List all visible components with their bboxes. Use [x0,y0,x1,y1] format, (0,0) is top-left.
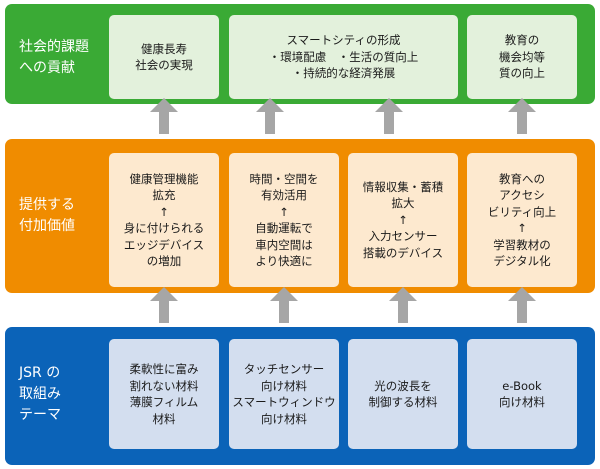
up-arrow-icon [389,287,417,323]
up-arrow-icon [508,98,536,134]
jsr-themes-label: JSR の 取組み テーマ [19,365,61,423]
education-access-box: 教育への アクセシ ビリティ向上 ↑ 学習教材の デジタル化 [467,153,577,287]
up-arrow-icon [256,98,284,134]
up-arrow-icon [270,287,298,323]
touch-sensor-materials-box: タッチセンサー 向け材料 スマートウィンドウ 向け材料 [229,339,339,449]
smart-city-box: スマートシティの形成 ・環境配慮 ・生活の質向上 ・持続的な経済発展 [229,15,458,99]
up-arrow-icon [150,98,178,134]
ebook-materials-box: e-Book 向け材料 [467,339,577,449]
flexible-materials-box: 柔軟性に富み 割れない材料 薄膜フィルム 材料 [109,339,219,449]
healthy-longevity-box: 健康長寿 社会の実現 [109,15,219,99]
added-value-label: 提供する 付加価値 [19,197,75,234]
time-space-box: 時間・空間を 有効活用 ↑ 自動運転で 車内空間は より快適に [229,153,339,287]
social-contribution-label: 社会的課題 への貢献 [19,39,89,76]
health-management-box: 健康管理機能 拡充 ↑ 身に付けられる エッジデバイス の増加 [109,153,219,287]
information-collection-box: 情報収集・蓄積 拡大 ↑ 入力センサー 搭載のデバイス [348,153,458,287]
light-wavelength-materials-box: 光の波長を 制御する材料 [348,339,458,449]
up-arrow-icon [150,287,178,323]
education-equality-box: 教育の 機会均等 質の向上 [467,15,577,99]
up-arrow-icon [375,98,403,134]
up-arrow-icon [508,287,536,323]
